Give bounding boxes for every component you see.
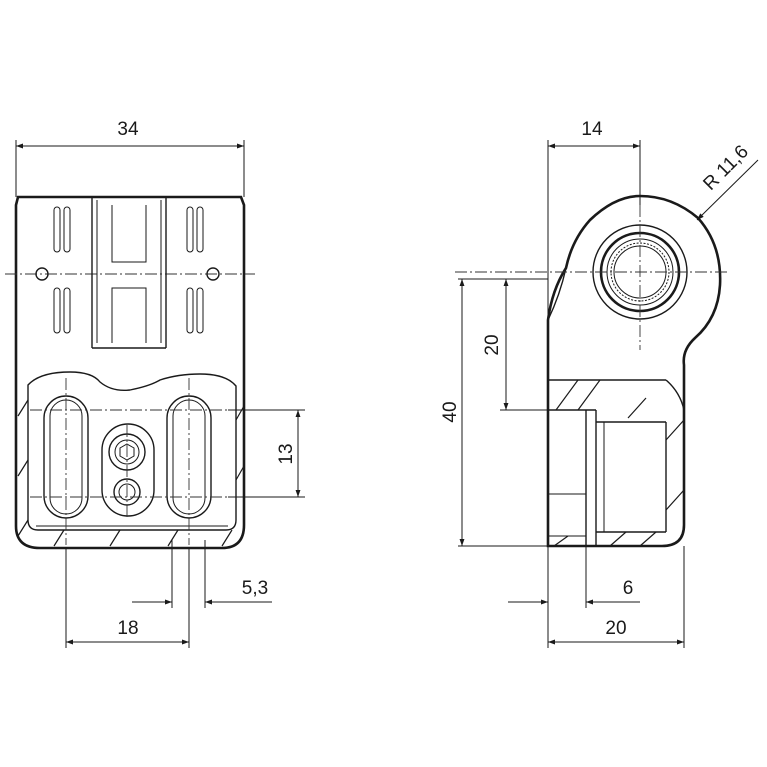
radius-leader: [696, 159, 759, 221]
dim-20-vertical-label: 20: [482, 334, 503, 355]
front-bottom-hatching: [17, 399, 245, 547]
dim-14-label: 14: [581, 119, 603, 140]
dim-20-horizontal-label: 20: [605, 618, 626, 639]
side-view: 14 R 11,6 20 40 6 20: [440, 119, 759, 648]
radius-label: R 11,6: [699, 141, 752, 194]
dim-5-3-label: 5,3: [242, 578, 268, 599]
side-hatching: [553, 379, 685, 547]
dim-13-label: 13: [276, 443, 297, 464]
lower-cavity-outline: [27, 371, 237, 531]
front-view: 34 13 5,3 18: [5, 119, 305, 648]
screw-cavity: [101, 423, 155, 517]
dim-40-label: 40: [440, 401, 461, 422]
dim-6-label: 6: [623, 578, 634, 599]
front-body-outline: [14, 195, 246, 550]
left-pin-hole: [35, 267, 49, 281]
side-body-outline: [546, 194, 722, 548]
spline-teeth: [610, 242, 670, 302]
dim-34-label: 34: [117, 119, 139, 140]
dim-18-label: 18: [117, 618, 138, 639]
right-pin-hole: [206, 267, 220, 281]
